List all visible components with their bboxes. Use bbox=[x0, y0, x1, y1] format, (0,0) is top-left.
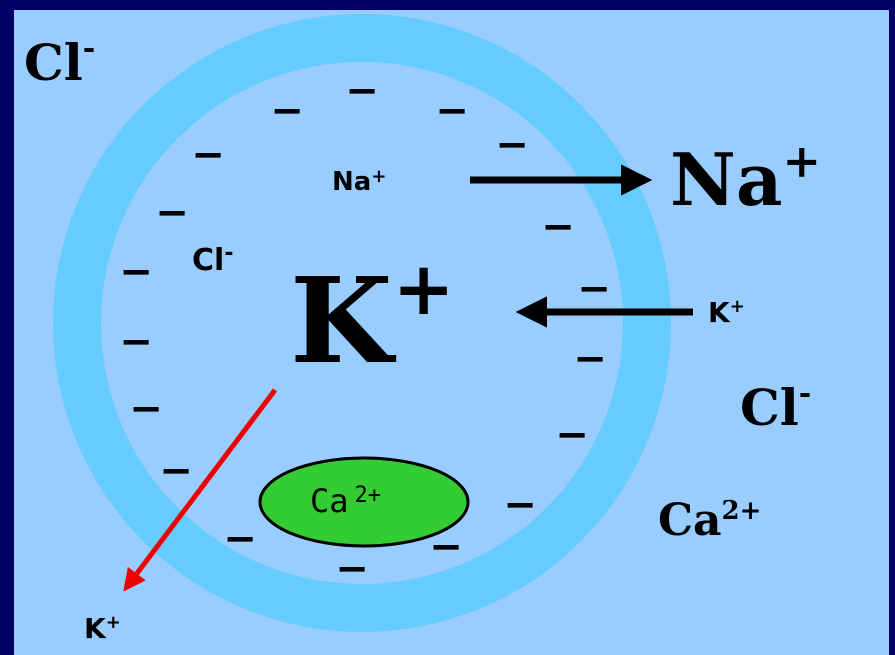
negative-charge: − bbox=[541, 204, 575, 250]
calcium-store bbox=[258, 456, 470, 548]
negative-charge: − bbox=[555, 412, 589, 458]
negative-charge: − bbox=[495, 122, 529, 168]
negative-charge: − bbox=[335, 546, 369, 592]
k-leak-arrow bbox=[123, 388, 277, 592]
negative-charge: − bbox=[119, 249, 153, 295]
ion-k-incoming-label: K+ bbox=[708, 296, 745, 329]
negative-charges: − − − − − − − − − − − − − − − − − − bbox=[119, 68, 611, 592]
negative-charge: − bbox=[223, 516, 257, 562]
ion-na-outside: Na+ bbox=[670, 134, 821, 222]
negative-charge: − bbox=[503, 482, 537, 528]
ion-cl-outside-right: Cl- bbox=[740, 376, 811, 437]
negative-charge: − bbox=[119, 319, 153, 365]
negative-charge: − bbox=[270, 88, 304, 134]
negative-charge: − bbox=[129, 386, 163, 432]
ion-ca-outside: Ca2+ bbox=[658, 495, 761, 546]
negative-charge: − bbox=[191, 132, 225, 178]
negative-charge: − bbox=[345, 68, 379, 114]
negative-charge: − bbox=[429, 524, 463, 570]
negative-charge: − bbox=[577, 266, 611, 312]
negative-charge: − bbox=[435, 88, 469, 134]
ion-cl-inside: Cl- bbox=[192, 241, 233, 278]
negative-charge: − bbox=[155, 190, 189, 236]
ion-k-outside-bottom-left: K+ bbox=[84, 612, 121, 645]
cell-membrane bbox=[53, 14, 671, 632]
ion-cl-outside-top-left: Cl- bbox=[24, 31, 95, 92]
negative-charge: − bbox=[159, 448, 193, 494]
negative-charge: − bbox=[573, 336, 607, 382]
ion-na-inside: Na+ bbox=[332, 166, 386, 197]
ion-k-inside: K+ bbox=[290, 246, 455, 390]
